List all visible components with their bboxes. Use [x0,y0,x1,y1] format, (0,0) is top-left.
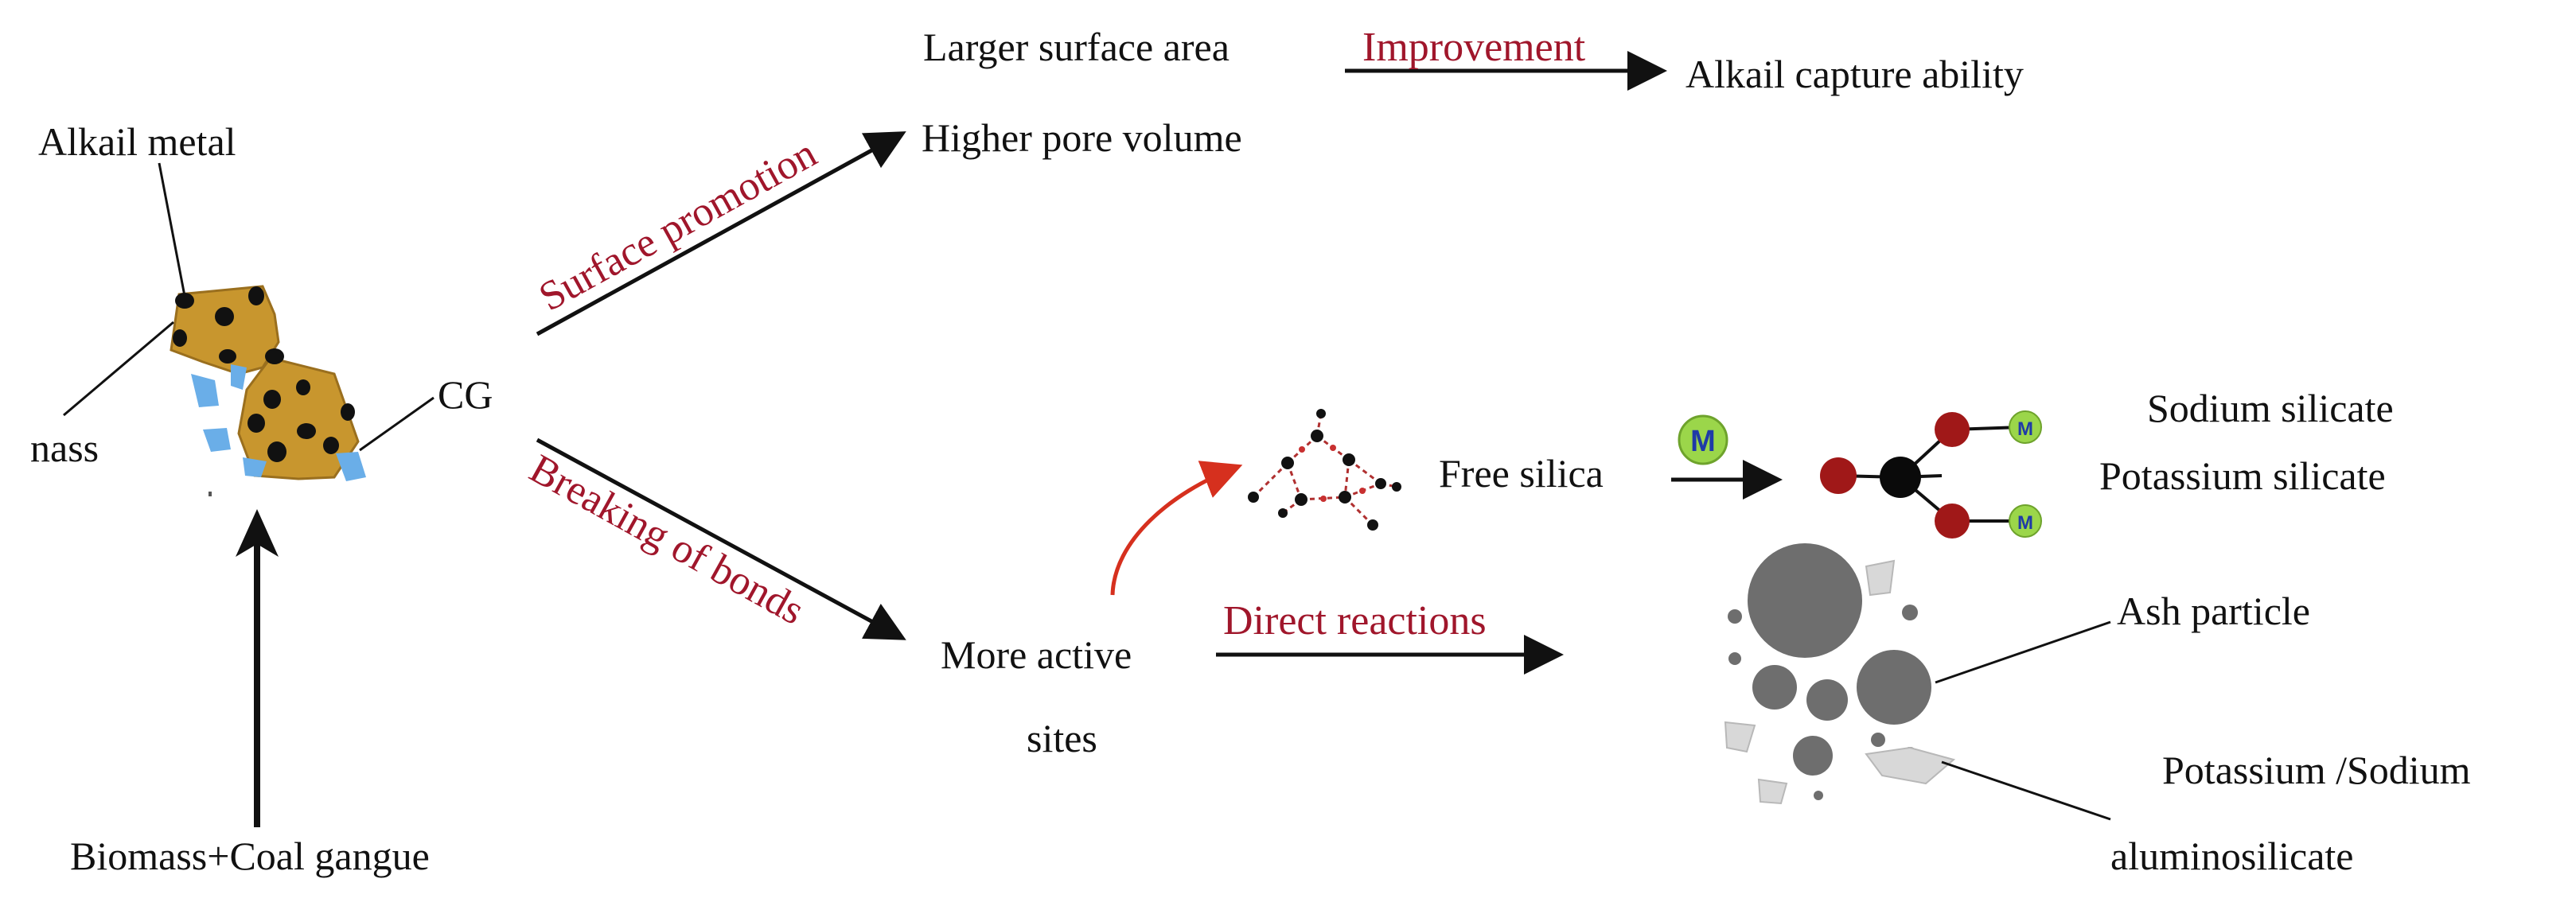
metal-atom-symbol: M [1690,425,1716,458]
surface-promotion-arrow [536,131,906,336]
ash-particle-label: Ash particle [2117,589,2310,633]
sodium-silicate-label: Sodium silicate [2147,386,2394,430]
metal-symbol-lower: M [2017,512,2033,534]
free-silica-label: Free silica [1439,451,1604,496]
aluminosilicate-label: aluminosilicate [2110,834,2353,878]
alkali-metal-leader [158,162,186,297]
ash-particle-leader [1935,620,2111,684]
nass-label: nass [30,426,99,470]
to-silica-arrow [1110,461,1243,596]
metal-atom-icon: M [1678,414,1728,465]
alkali-capture-ability-label: Alkail capture ability [1686,52,2024,96]
breaking-bonds-arrow [536,437,906,640]
larger-surface-area-label: Larger surface area [923,25,1230,69]
silica-network-icon [1248,409,1401,531]
silicate-molecule-icon: M M [1820,410,2042,539]
alkali-metal-label: Alkail metal [38,119,236,164]
direct-reactions-label: Direct reactions [1223,598,1487,644]
alkali-metal-dots [173,286,355,462]
biomass-coal-gangue-particle-icon [170,285,366,496]
metal-symbol-upper: M [2017,418,2033,440]
potassium-sodium-label: Potassium /Sodium [2162,748,2471,792]
cg-leader [359,396,435,452]
cg-fragments [191,364,366,481]
potassium-silicate-label: Potassium silicate [2099,453,2386,498]
surface-promotion-label: Surface promotion [532,130,824,320]
cg-label: CG [438,372,493,417]
breaking-bonds-label: Breaking of bonds [522,446,812,634]
ash-particles-icon [1724,543,1956,805]
improvement-label: Improvement [1362,25,1586,70]
sites-label: sites [1027,716,1097,760]
more-active-label: More active [941,632,1132,677]
aluminosilicate-leader [1941,760,2111,821]
biomass-coal-gangue-label: Biomass+Coal gangue [70,834,430,878]
higher-pore-volume-label: Higher pore volume [922,115,1242,160]
input-arrow-head [236,509,279,557]
nass-leader [63,321,174,417]
